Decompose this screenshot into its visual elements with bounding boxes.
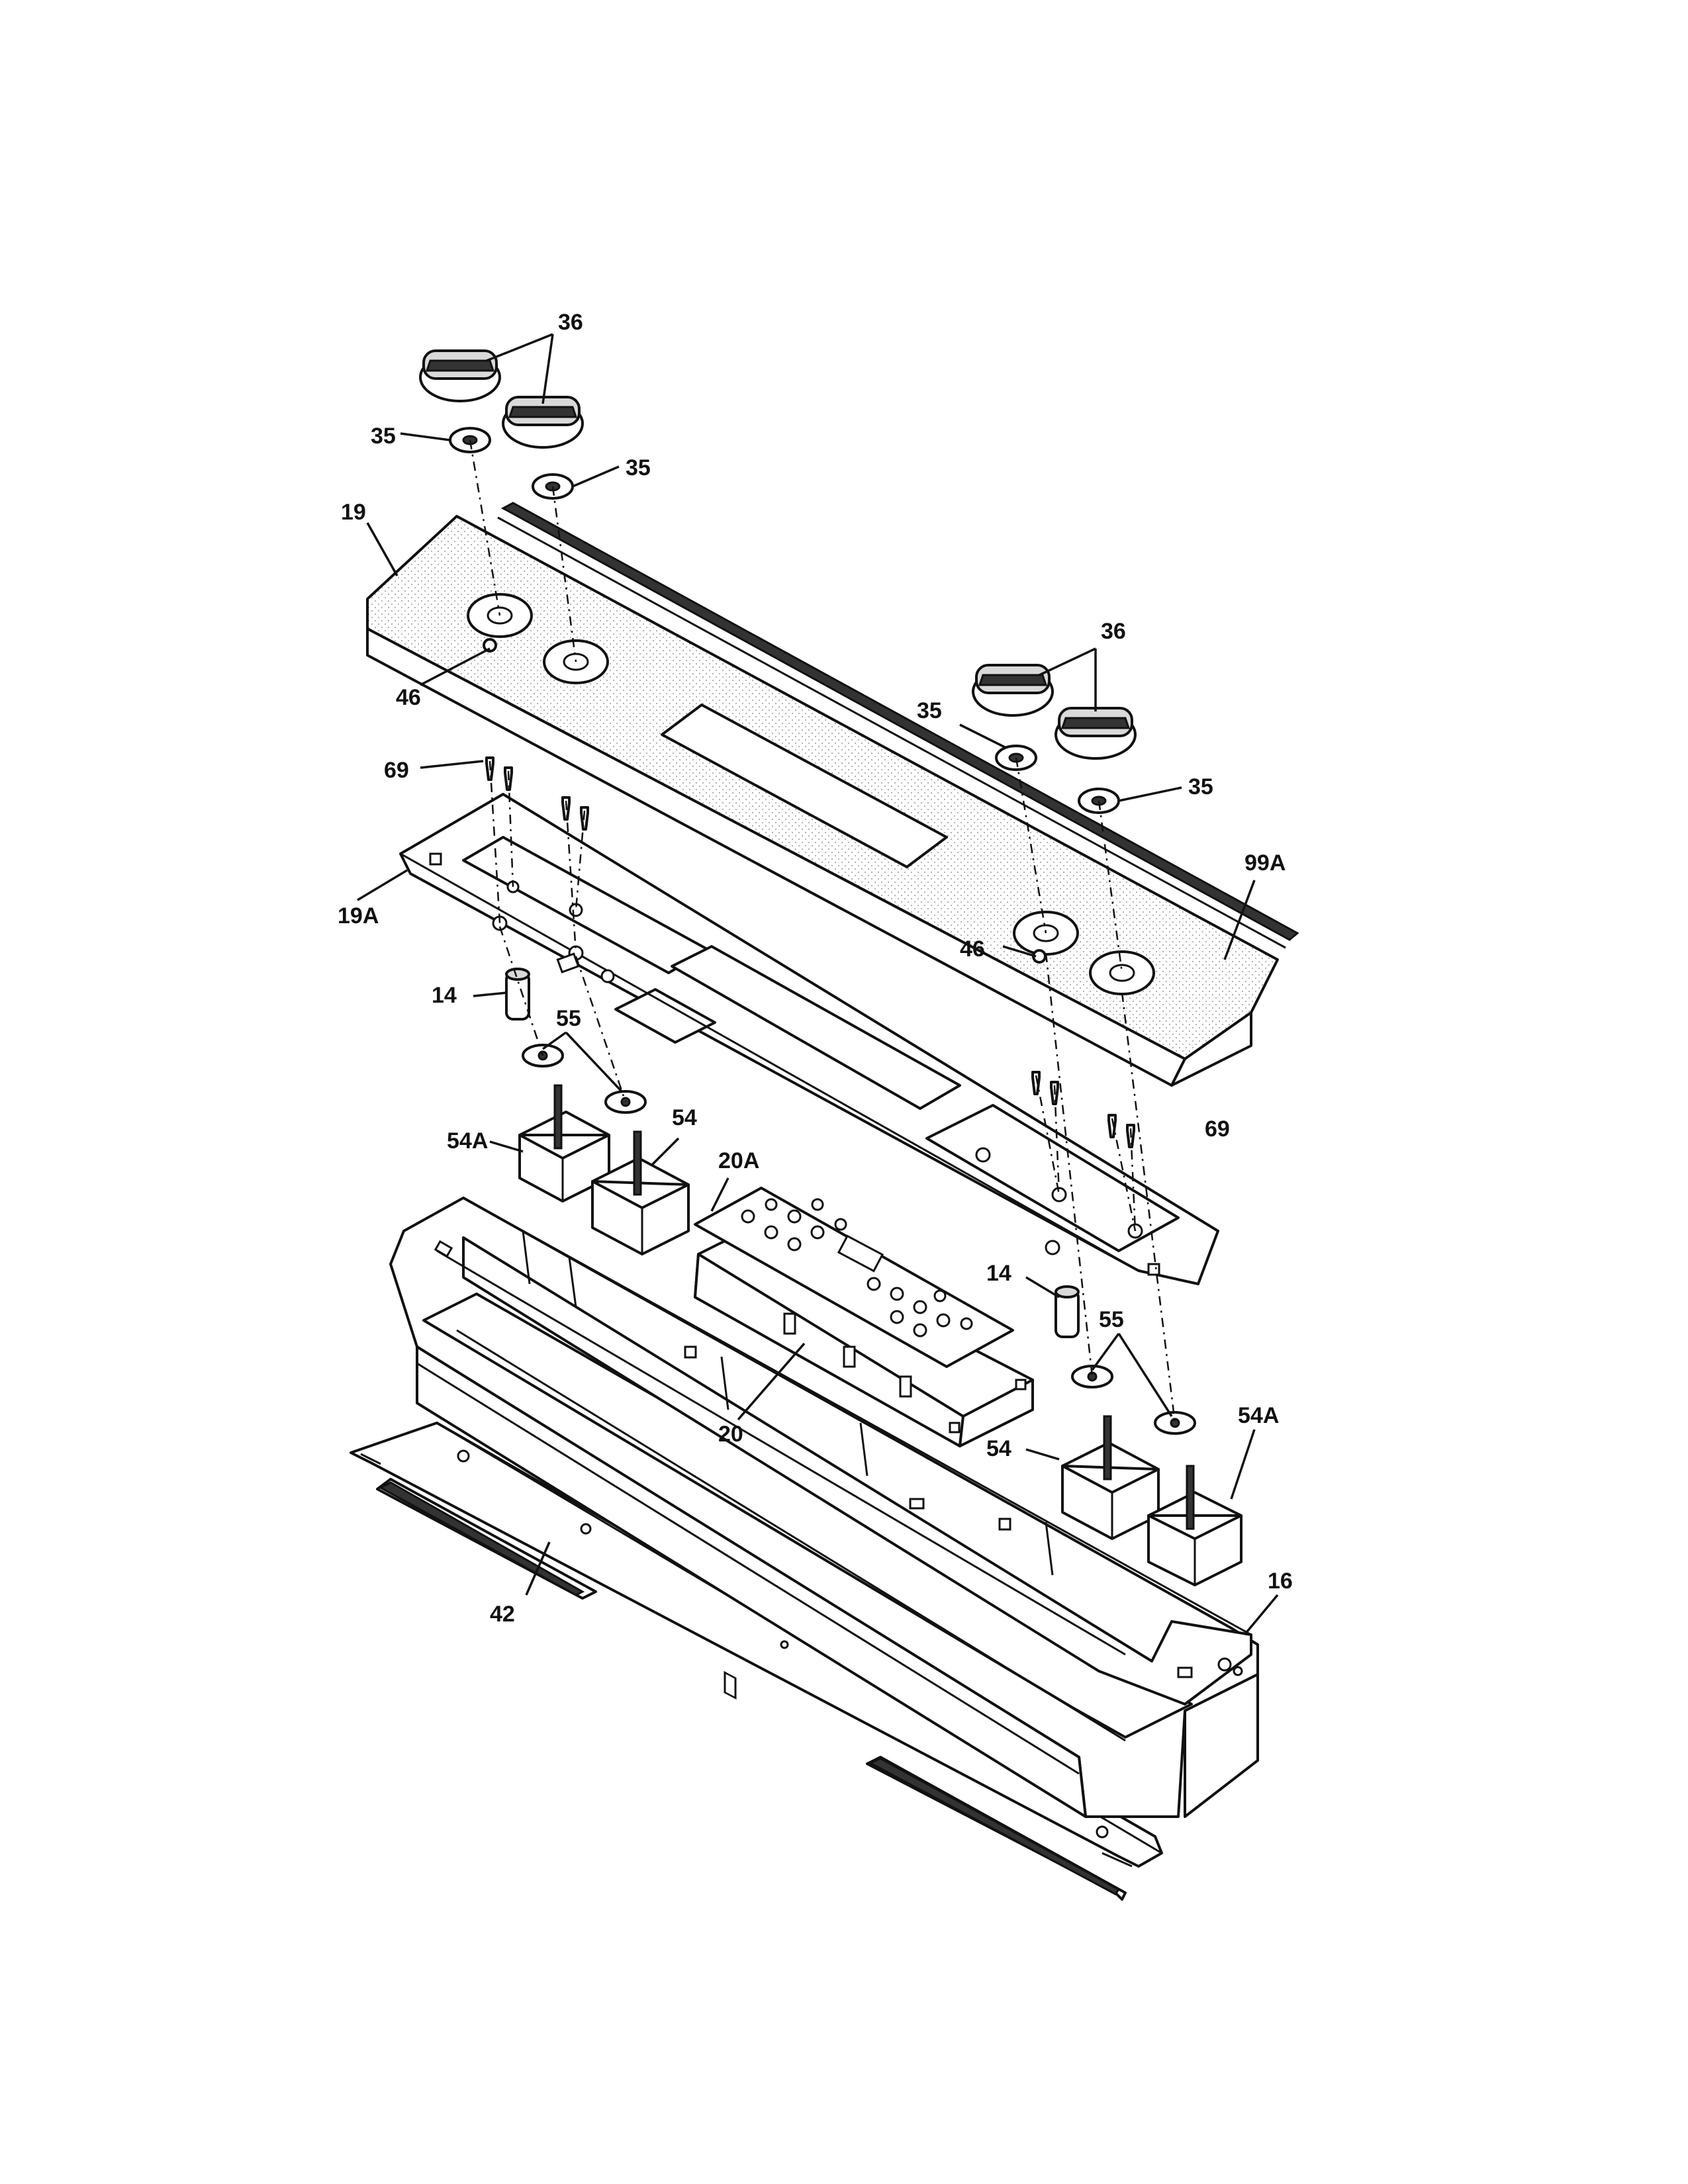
callout-54a-left: 54A [447, 1128, 488, 1154]
light-group [505, 968, 1080, 1338]
callout-36-top: 36 [558, 310, 583, 335]
callout-54a-right: 54A [1238, 1403, 1279, 1428]
callout-69-right: 69 [1205, 1116, 1230, 1142]
callout-35-mid-right: 35 [1188, 774, 1213, 799]
callout-35-top-right: 35 [626, 455, 651, 480]
leader-lines [357, 333, 1279, 1636]
knob-group-top [419, 349, 584, 449]
callout-14-left: 14 [432, 983, 457, 1008]
bracket-part [399, 793, 1219, 1285]
callout-20: 20 [718, 1422, 743, 1447]
callout-55-left: 55 [556, 1006, 581, 1031]
callout-36-right: 36 [1101, 619, 1126, 644]
callout-16: 16 [1268, 1569, 1293, 1594]
callout-46-left: 46 [396, 685, 421, 710]
panel-part [366, 515, 1279, 1087]
backguard-part [389, 1197, 1259, 1818]
callout-20a: 20A [718, 1148, 759, 1173]
callout-55-right: 55 [1099, 1307, 1124, 1332]
overlay-part [694, 1187, 1014, 1368]
callout-99a: 99A [1244, 850, 1286, 876]
callout-46-right: 46 [960, 936, 985, 962]
callout-labels: 36 35 35 19 46 69 19A 36 35 35 99A 46 14… [338, 310, 1293, 1627]
callout-54-left: 54 [672, 1105, 697, 1130]
callout-35-mid-left: 35 [917, 698, 942, 723]
knob-group-right [972, 664, 1137, 760]
callout-35-top-left: 35 [371, 424, 396, 449]
callout-19: 19 [341, 500, 366, 525]
callout-69-left: 69 [384, 758, 409, 783]
trim-part [497, 502, 1299, 949]
callout-14-right: 14 [986, 1261, 1011, 1286]
control-part [694, 1230, 1034, 1700]
shield-part [350, 1422, 1163, 1901]
switch-group [518, 1084, 1243, 1586]
assembly-lines [469, 439, 1176, 1424]
callout-54-right: 54 [986, 1436, 1011, 1461]
callout-19a: 19A [338, 903, 379, 929]
callout-42: 42 [490, 1602, 515, 1627]
